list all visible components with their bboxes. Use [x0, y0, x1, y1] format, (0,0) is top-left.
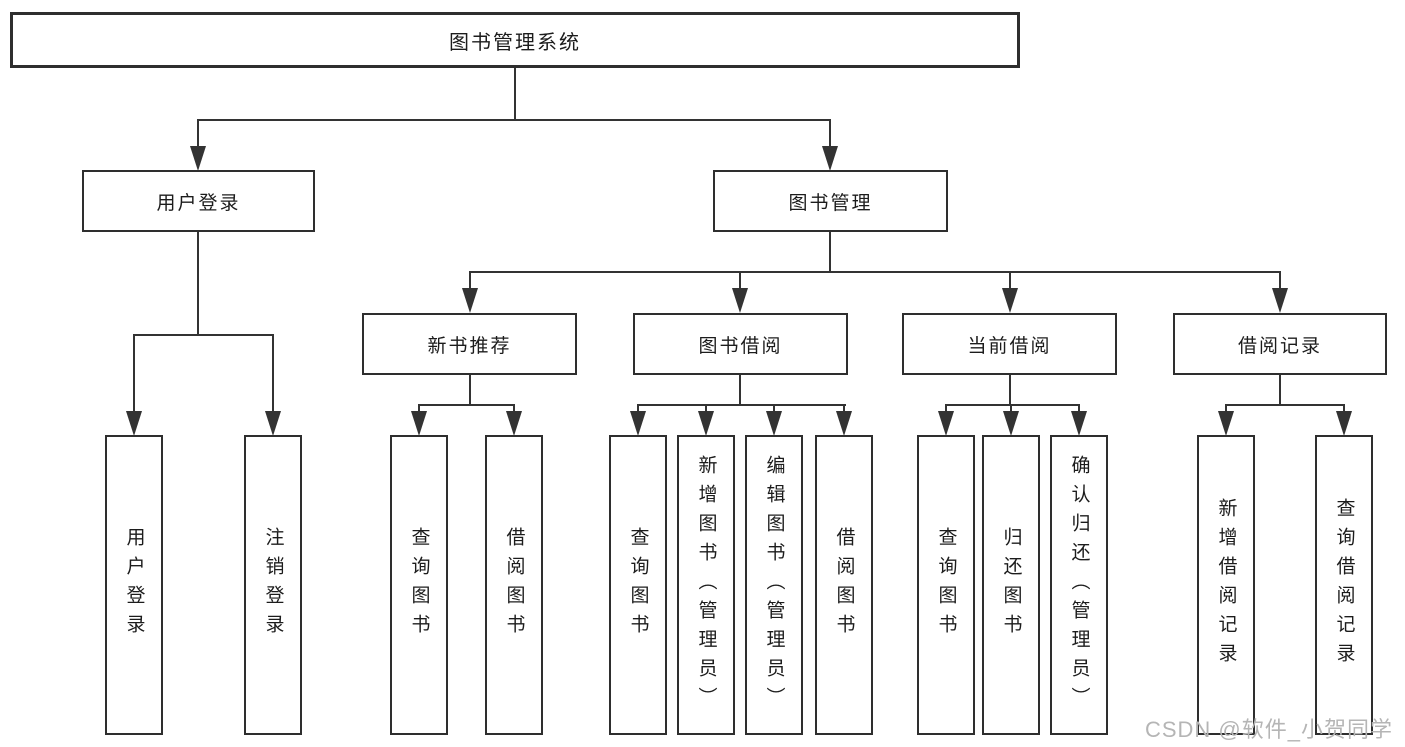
leaf-add-books-admin: 新增图书（管理员）	[677, 435, 735, 735]
arrow-down-icon	[190, 146, 206, 171]
connector-line	[1009, 375, 1011, 406]
connector-line	[513, 404, 515, 413]
connector-line	[133, 334, 274, 336]
arrow-down-icon	[938, 411, 954, 436]
node-book-management: 图书管理	[713, 170, 948, 232]
leaf-label: 查询图书	[627, 527, 649, 643]
arrow-down-icon	[506, 411, 522, 436]
leaf-label: 确认归还（管理员）	[1068, 454, 1090, 716]
leaf-logout: 注销登录	[244, 435, 302, 735]
arrow-down-icon	[126, 411, 142, 436]
connector-line	[739, 375, 741, 406]
arrow-down-icon	[698, 411, 714, 436]
connector-line	[1009, 271, 1011, 290]
connector-line	[829, 232, 831, 273]
leaf-edit-books-admin: 编辑图书（管理员）	[745, 435, 803, 735]
leaf-return-books: 归还图书	[982, 435, 1040, 735]
connector-line	[637, 404, 639, 413]
arrow-down-icon	[411, 411, 427, 436]
leaf-label: 查询图书	[408, 527, 430, 643]
leaf-label: 新增借阅记录	[1215, 498, 1237, 672]
connector-line	[773, 404, 775, 413]
connector-line	[514, 68, 516, 120]
arrow-down-icon	[1002, 288, 1018, 313]
arrow-down-icon	[836, 411, 852, 436]
connector-line	[469, 271, 1281, 273]
connector-line	[1343, 404, 1345, 413]
arrow-down-icon	[732, 288, 748, 313]
leaf-label: 查询图书	[935, 527, 957, 643]
connector-line	[469, 271, 471, 290]
connector-line	[469, 375, 471, 406]
connector-line	[637, 404, 846, 406]
connector-line	[1279, 271, 1281, 290]
node-current-borrowing: 当前借阅	[902, 313, 1117, 375]
leaf-label: 借阅图书	[503, 527, 525, 643]
connector-line	[945, 404, 1080, 406]
connector-line	[133, 334, 135, 412]
node-book-borrowing: 图书借阅	[633, 313, 848, 375]
leaf-label: 注销登录	[262, 527, 284, 643]
connector-line	[418, 404, 420, 413]
connector-line	[418, 404, 515, 406]
connector-line	[829, 119, 831, 148]
node-library-system: 图书管理系统	[10, 12, 1020, 68]
arrow-down-icon	[766, 411, 782, 436]
leaf-query-borrow-record: 查询借阅记录	[1315, 435, 1373, 735]
arrow-down-icon	[1218, 411, 1234, 436]
connector-line	[739, 271, 741, 290]
leaf-query-books-recommend: 查询图书	[390, 435, 448, 735]
leaf-confirm-return-admin: 确认归还（管理员）	[1050, 435, 1108, 735]
connector-line	[1225, 404, 1345, 406]
arrow-down-icon	[822, 146, 838, 171]
arrow-down-icon	[630, 411, 646, 436]
arrow-down-icon	[265, 411, 281, 436]
connector-line	[197, 119, 199, 148]
leaf-borrow-books-borrowing: 借阅图书	[815, 435, 873, 735]
node-new-book-recommend: 新书推荐	[362, 313, 577, 375]
arrow-down-icon	[1272, 288, 1288, 313]
connector-line	[1225, 404, 1227, 413]
leaf-user-login: 用户登录	[105, 435, 163, 735]
node-user-login: 用户登录	[82, 170, 315, 232]
leaf-label: 用户登录	[123, 527, 145, 643]
arrow-down-icon	[1003, 411, 1019, 436]
leaf-borrow-books-recommend: 借阅图书	[485, 435, 543, 735]
arrow-down-icon	[1336, 411, 1352, 436]
connector-line	[705, 404, 707, 413]
leaf-label: 新增图书（管理员）	[695, 454, 717, 716]
node-borrowing-records: 借阅记录	[1173, 313, 1387, 375]
connector-line	[843, 404, 845, 413]
connector-line	[945, 404, 947, 413]
leaf-add-borrow-record: 新增借阅记录	[1197, 435, 1255, 735]
leaf-query-books-current: 查询图书	[917, 435, 975, 735]
connector-line	[1078, 404, 1080, 413]
leaf-query-books-borrowing: 查询图书	[609, 435, 667, 735]
connector-line	[197, 232, 199, 336]
arrow-down-icon	[462, 288, 478, 313]
connector-line	[1010, 404, 1012, 413]
arrow-down-icon	[1071, 411, 1087, 436]
connector-line	[1279, 375, 1281, 406]
connector-line	[272, 334, 274, 412]
leaf-label: 查询借阅记录	[1333, 498, 1355, 672]
leaf-label: 归还图书	[1000, 527, 1022, 643]
connector-line	[197, 119, 831, 121]
leaf-label: 编辑图书（管理员）	[763, 454, 785, 716]
leaf-label: 借阅图书	[833, 527, 855, 643]
csdn-watermark: CSDN @软件_小贺同学	[1144, 717, 1393, 742]
